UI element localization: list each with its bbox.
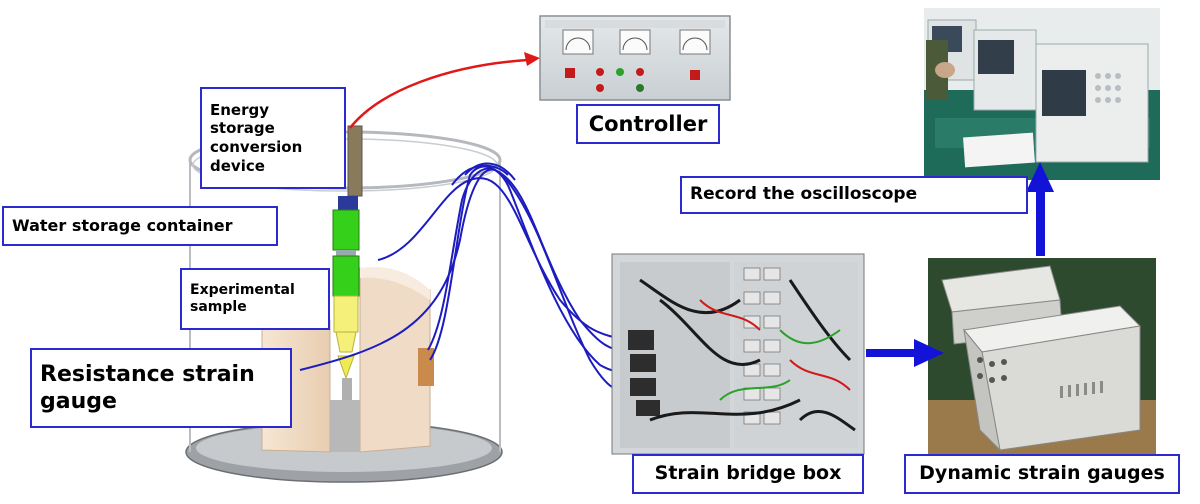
- strain-bridge-box-photo: [611, 253, 865, 455]
- arrow-bridge-to-gauges-head: [914, 339, 944, 367]
- dynamic-strain-gauges-photo: [928, 258, 1156, 454]
- label-strain-bridge-box: Strain bridge box: [632, 454, 864, 494]
- red-link-arrow: [349, 52, 540, 129]
- label-controller: Controller: [576, 104, 720, 144]
- label-dynamic-strain-gauges: Dynamic strain gauges: [904, 454, 1180, 494]
- flow-arrows: [866, 162, 1054, 367]
- arrow-bridge-to-gauges: [866, 349, 916, 357]
- label-energy-storage-device: Energy storage conversion device: [200, 87, 346, 189]
- signal-wires: [299, 162, 629, 393]
- oscilloscope-photo: [924, 8, 1160, 180]
- label-experimental-sample: Experimental sample: [180, 268, 330, 330]
- arrow-gauges-to-oscilloscope: [1036, 190, 1045, 256]
- label-water-storage-container: Water storage container: [2, 206, 278, 246]
- drill-shaft: [332, 125, 363, 400]
- label-record-oscilloscope: Record the oscilloscope: [680, 176, 1028, 214]
- arrow-gauges-to-oscilloscope-head: [1026, 162, 1054, 192]
- controller-unit: [539, 15, 731, 101]
- label-resistance-strain-gauge: Resistance strain gauge: [30, 348, 292, 428]
